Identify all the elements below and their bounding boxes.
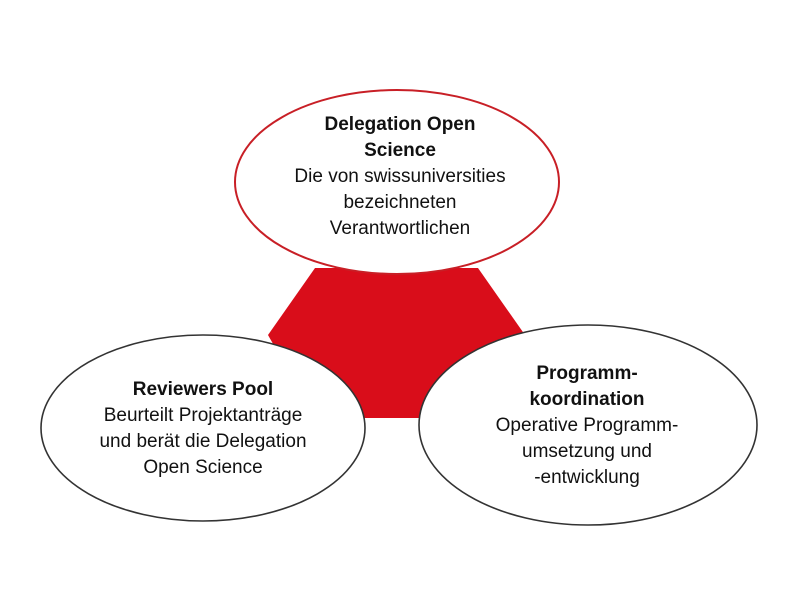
reviewers-pool-ellipse — [40, 334, 366, 522]
program-node-text: Programm- koordination Operative Program… — [430, 361, 744, 491]
delegation-open-science-ellipse — [234, 89, 560, 275]
delegation-title: Delegation Open Science — [324, 114, 476, 161]
reviewers-node-text: Reviewers Pool Beurteilt Projektanträge … — [55, 377, 351, 481]
delegation-description: Die von swissuniversities bezeichneten V… — [294, 166, 506, 239]
reviewers-description: Beurteilt Projektanträge und berät die D… — [99, 405, 307, 478]
delegation-node-text: Delegation Open Science Die von swissuni… — [250, 112, 550, 242]
programmkoordination-ellipse — [418, 324, 758, 526]
program-description: Operative Programm- umsetzung und -entwi… — [495, 415, 679, 488]
reviewers-title: Reviewers Pool — [132, 379, 274, 400]
program-title: Programm- koordination — [529, 363, 645, 410]
